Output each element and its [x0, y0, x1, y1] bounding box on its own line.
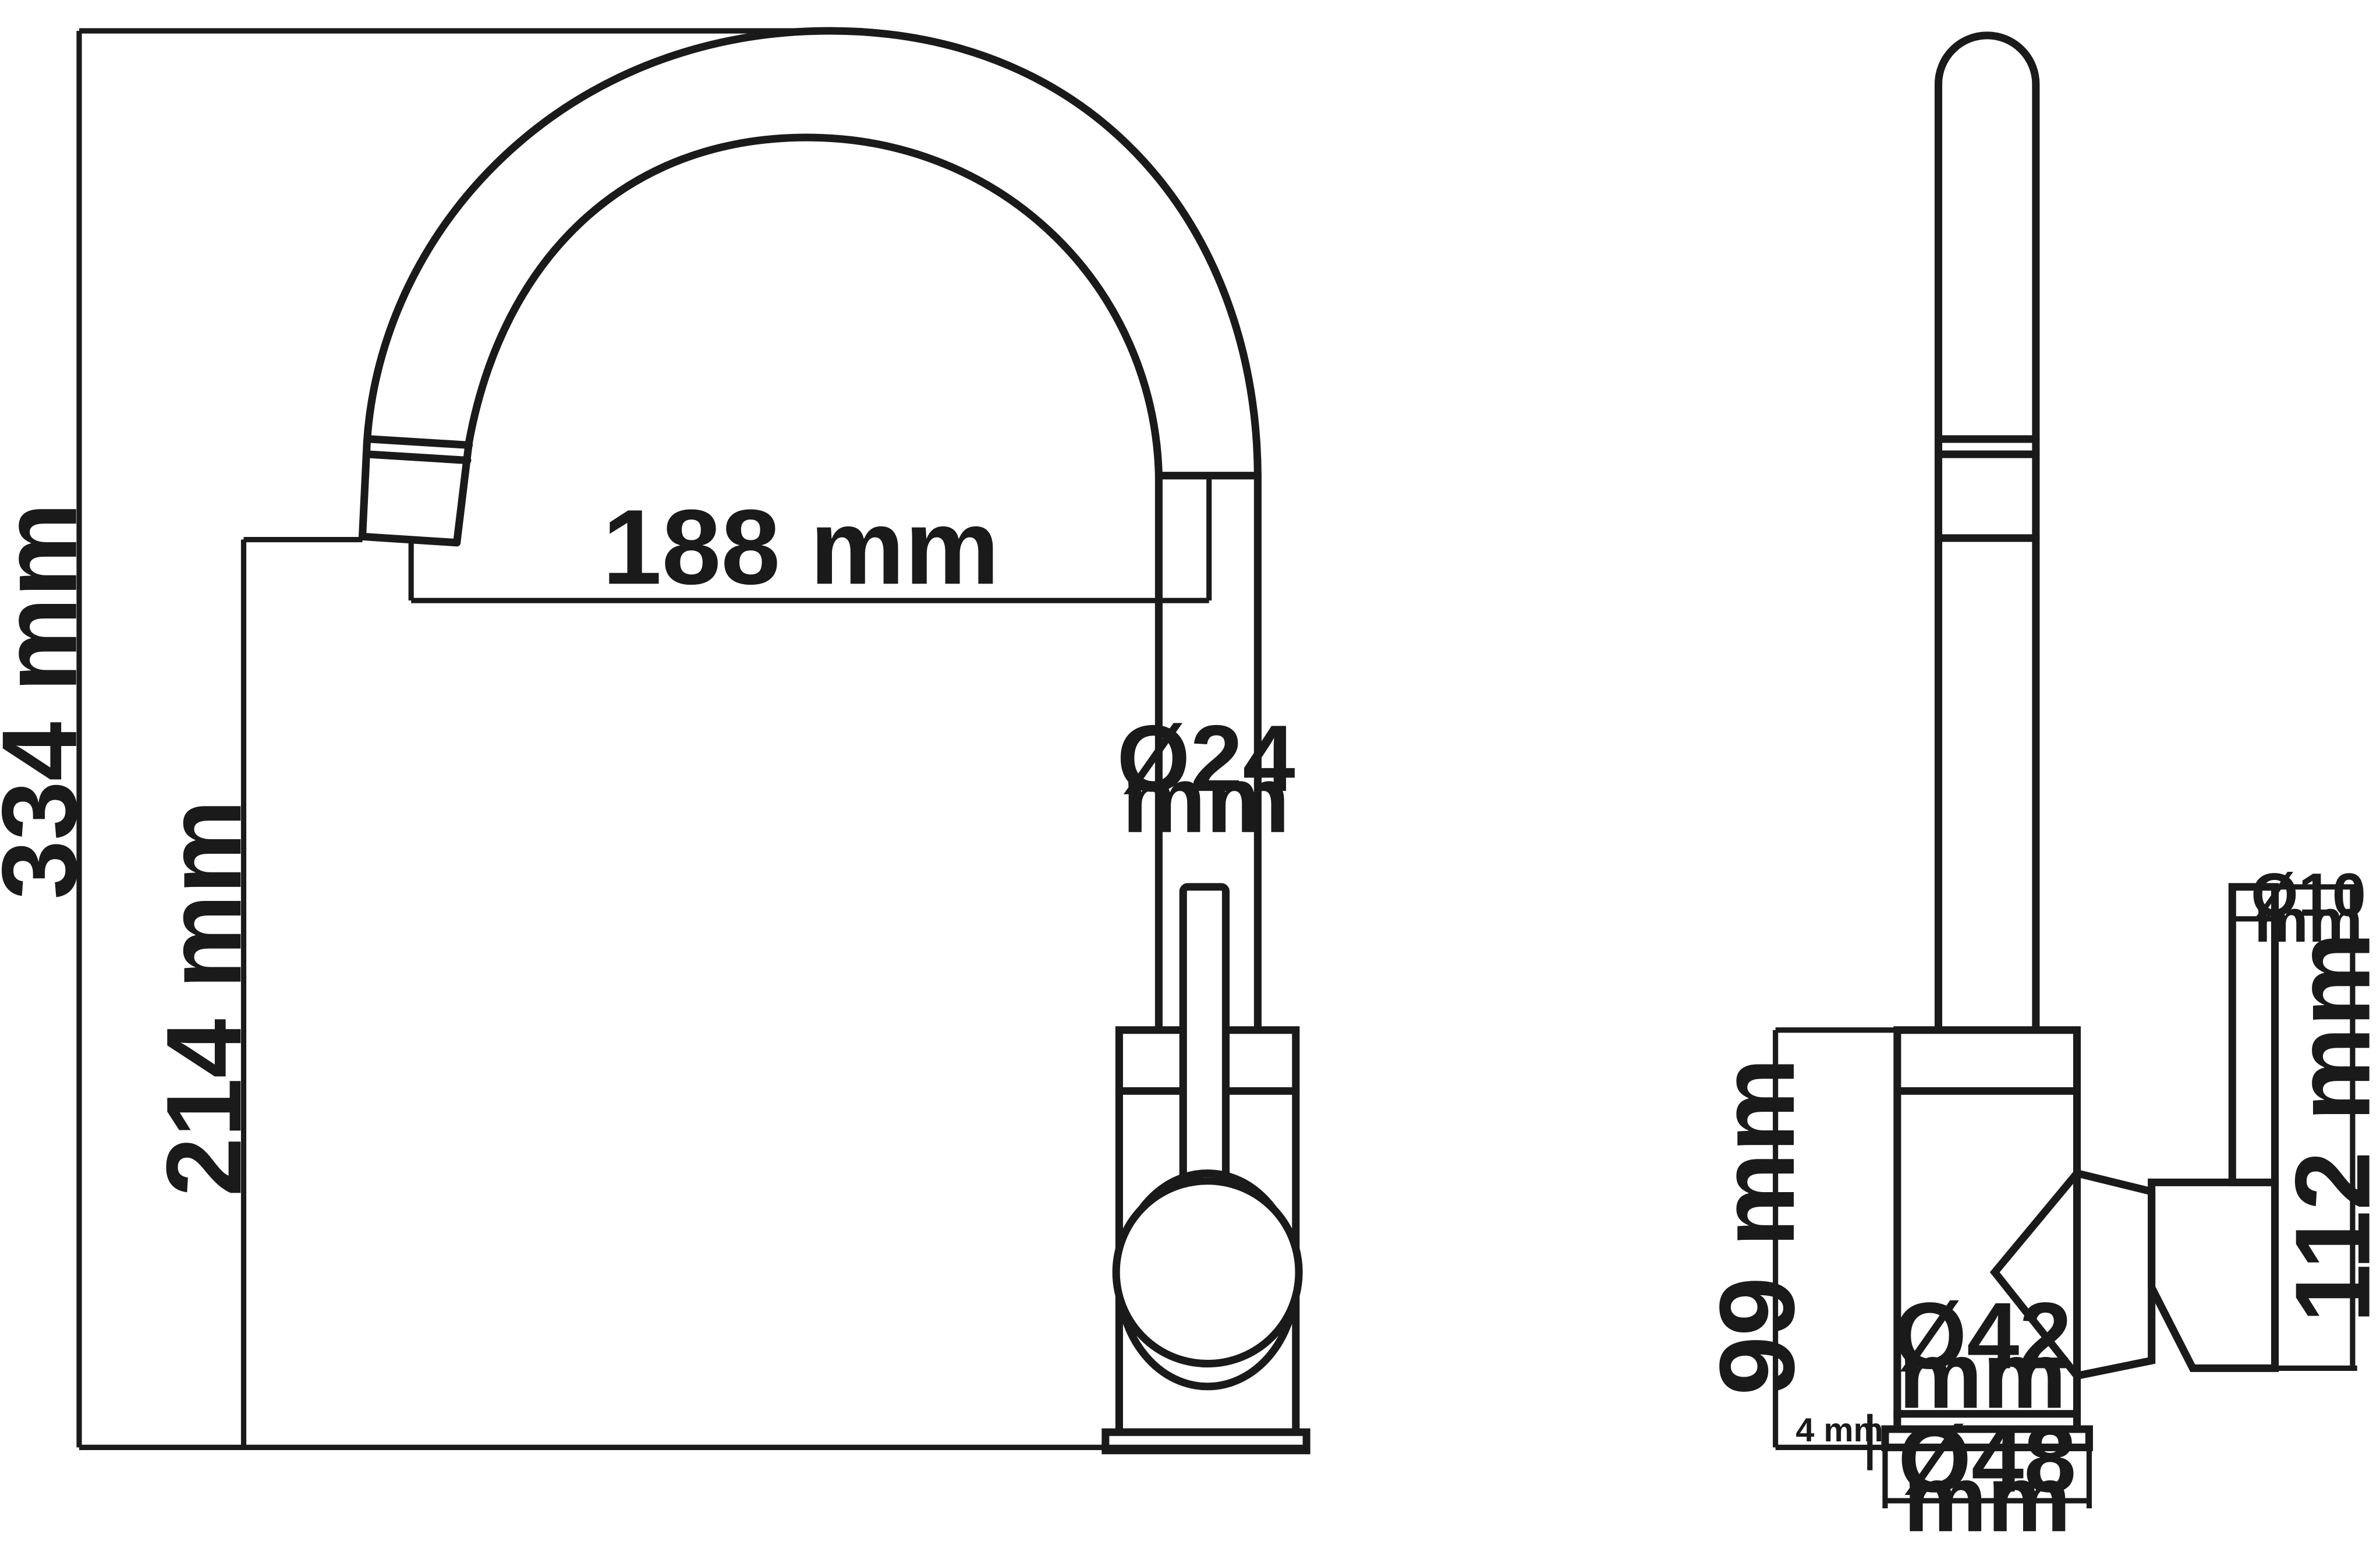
body-height-label: 99 mm: [1697, 1058, 1816, 1395]
aerator-ring-top: [366, 435, 473, 449]
spout-inner-curve: [453, 133, 1163, 1037]
side-handle-lever: [2228, 883, 2279, 1186]
front-view: [358, 27, 1311, 1455]
overall-height-label: 334 mm: [0, 503, 99, 900]
side-handle-body: [2148, 1178, 2279, 1372]
spout-height-label: 214 mm: [144, 800, 263, 1197]
front-dimensions: [76, 28, 1310, 1450]
side-handle-collar: [2073, 1168, 2156, 1381]
side-view: [1881, 31, 2279, 1451]
spout-diameter-unit: mm: [1122, 747, 1290, 853]
base-diameter-label: Ø48: [1898, 1406, 2076, 1512]
spout-diameter-label: Ø24: [1117, 706, 1295, 811]
body-diameter-label: Ø42: [1893, 1283, 2071, 1388]
spout-outer-curve: [358, 27, 1262, 1037]
aerator-bottom: [358, 532, 461, 547]
handle-diameter-label: Ø10: [2251, 861, 2366, 929]
base-thickness-label: 4 mm: [1795, 1412, 1883, 1449]
side-spout-column: [1934, 31, 2040, 1034]
spout-reach-label: 188 mm: [603, 487, 1000, 606]
base-diameter-unit: mm: [1903, 1446, 2071, 1551]
side-dimensions: [1773, 884, 2357, 1509]
side-base-flange: [1881, 1425, 2093, 1451]
cartridge-cap: [1112, 1177, 1303, 1368]
body-diameter-unit: mm: [1899, 1323, 2066, 1428]
aerator-ring-bottom: [364, 450, 472, 465]
handle-height-label: 112 mm: [2273, 932, 2380, 1323]
handle-lever: [1179, 883, 1230, 1196]
handle-diameter-unit: mm: [2254, 887, 2363, 955]
